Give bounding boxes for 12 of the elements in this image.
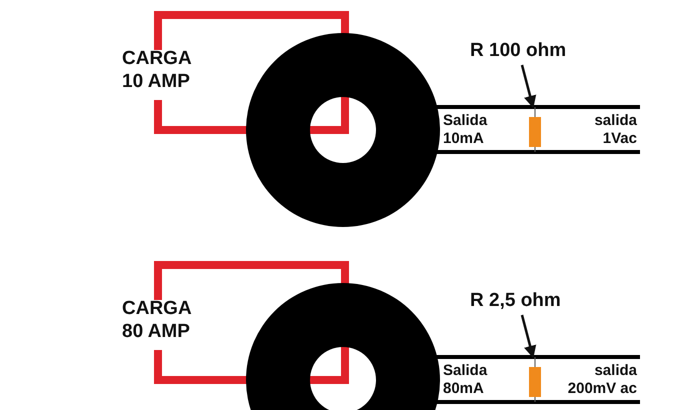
resistor-symbol xyxy=(529,117,541,147)
resistor-value-label: R 100 ohm xyxy=(470,40,566,63)
output-label: Salida 10mA xyxy=(443,112,488,148)
output-label: salida 200mV ac xyxy=(566,362,637,398)
arrow xyxy=(520,314,536,358)
resistor-symbol xyxy=(529,367,541,397)
load-label: CARGA 10 AMP xyxy=(122,48,192,94)
load-label: CARGA 80 AMP xyxy=(122,298,192,344)
output-label: Salida 80mA xyxy=(443,362,488,398)
arrow xyxy=(520,64,536,108)
output-label: salida 1Vac xyxy=(593,112,637,148)
resistor-value-label: R 2,5 ohm xyxy=(470,290,561,313)
